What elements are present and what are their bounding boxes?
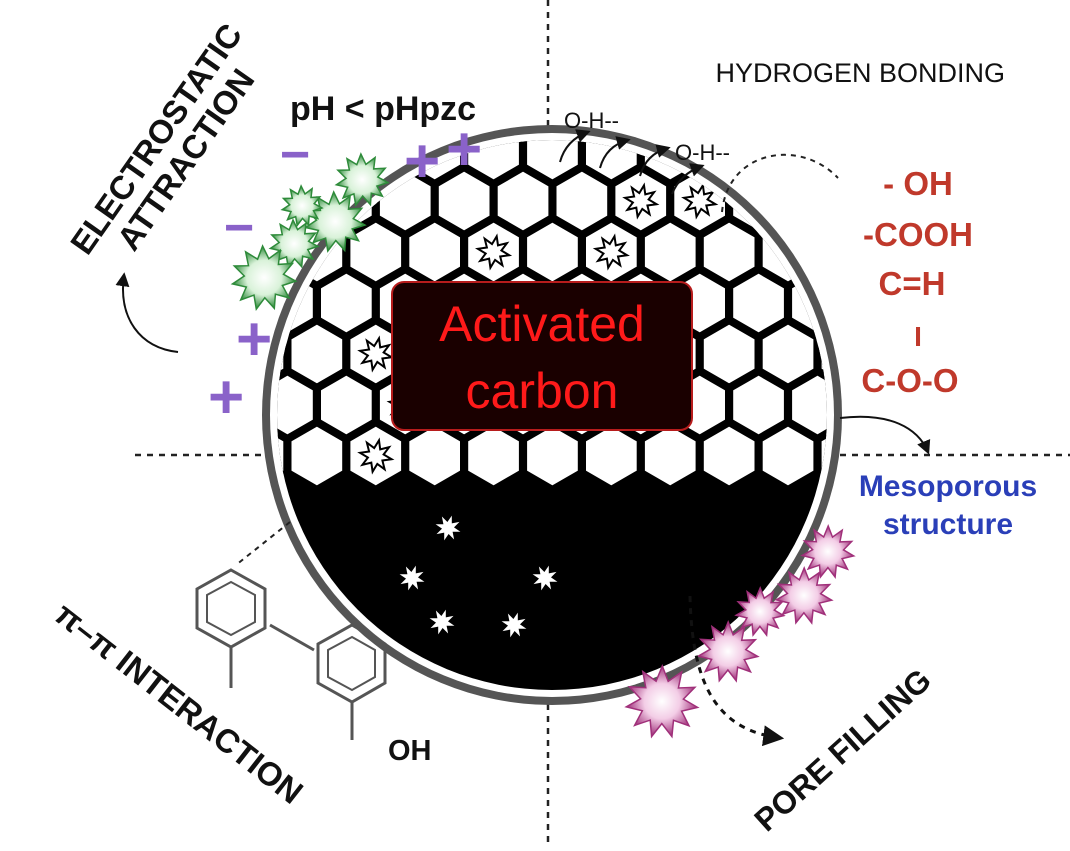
hexagon-cell <box>524 219 581 285</box>
minus-charge: − <box>224 199 254 257</box>
hexagon-cell <box>759 140 817 183</box>
hexagon-cell <box>288 423 346 489</box>
center-label: Activated carbon <box>391 281 693 431</box>
charges: − − + + + + <box>208 115 482 432</box>
pink-adsorbates <box>624 523 856 739</box>
pore-star-icon <box>532 565 558 591</box>
pore-star-icon <box>429 609 455 635</box>
pink-burst-icon <box>800 523 856 579</box>
hbond-arrow <box>559 129 591 163</box>
functional-group: -COOH <box>863 216 973 253</box>
hbond-arrow <box>639 144 671 177</box>
hexagon-cell <box>465 140 522 183</box>
functional-groups: - OH -COOH C=H I C-O-O <box>861 165 973 399</box>
hydrogen-bonding-label: HYDROGEN BONDING <box>715 58 1005 88</box>
hexagon-cell <box>583 423 640 489</box>
pore-star-icon <box>357 335 395 373</box>
hbond-arrow <box>671 163 705 195</box>
pink-burst-icon <box>774 565 834 625</box>
mesoporous-arrow <box>839 415 931 455</box>
functional-group: - OH <box>883 165 953 202</box>
hexagon-cell <box>288 321 346 387</box>
hbond-arrows <box>559 129 705 195</box>
pore-star-icon <box>435 515 461 541</box>
hexagon-cell <box>789 372 827 438</box>
pi-dashed-line <box>235 521 291 566</box>
plus-charge: + <box>446 115 482 184</box>
center-label-line1: Activated <box>439 296 645 352</box>
hexagon-cell <box>465 423 522 489</box>
green-burst-icon <box>230 244 298 311</box>
hexagon-cell <box>700 321 758 387</box>
hexagon-cell <box>730 372 787 438</box>
hexagon-cell <box>553 168 611 234</box>
pore-star-icon <box>474 233 513 271</box>
hexagon-cell <box>435 168 493 234</box>
green-burst-icon <box>280 184 324 228</box>
hexagon-cell <box>347 219 405 285</box>
mesoporous-line1: Mesoporous <box>859 470 1037 503</box>
green-burst-icon <box>334 152 390 208</box>
biphenyl-molecule <box>195 568 387 740</box>
hbond-label-2: O-H-- <box>675 140 730 165</box>
pore-bursts <box>399 515 558 638</box>
pink-burst-icon <box>734 585 786 638</box>
pore-star-icon <box>399 565 425 591</box>
pore-filling-label: PORE FILLING <box>747 662 938 839</box>
center-label-line2: carbon <box>466 363 619 419</box>
hexagon-cell <box>277 423 287 489</box>
functional-group: C-O-O <box>861 362 958 399</box>
hexagon-cell <box>641 219 699 285</box>
benzene-ring-inner <box>206 580 256 637</box>
ring-bond <box>269 623 315 652</box>
hexagon-cell <box>406 219 463 285</box>
hexagon-cell <box>641 423 699 489</box>
hexagon-cell <box>277 372 316 438</box>
pore-star-icon <box>357 437 395 475</box>
plus-charge: + <box>404 127 440 196</box>
pink-burst-icon <box>624 663 700 739</box>
mesoporous-line2: structure <box>883 508 1013 541</box>
hexagon-cell <box>818 140 827 183</box>
pi-interaction-label: π–π INTERACTION <box>48 595 310 811</box>
hexagon-cell <box>524 140 581 183</box>
hexagon-cell <box>318 270 375 336</box>
hexagon-cell <box>759 321 817 387</box>
hexagon-cell <box>818 423 827 489</box>
pore-star-icon <box>592 233 630 271</box>
hexagon-cell <box>318 372 375 438</box>
hexagon-cell <box>406 423 463 489</box>
hexagon-cell <box>759 423 817 489</box>
hbond-label-1: O-H-- <box>564 108 619 133</box>
plus-charge: + <box>208 363 244 432</box>
ph-condition: pH < pHpzc <box>290 90 476 128</box>
hexagon-cell <box>730 270 787 336</box>
hexagon-cell <box>700 423 758 489</box>
hexagon-cell <box>494 168 552 234</box>
green-burst-icon <box>268 218 320 270</box>
minus-charge: − <box>280 126 310 184</box>
pore-star-icon <box>681 182 719 220</box>
hbond-arrow <box>599 136 631 169</box>
hexagon-cell <box>789 168 827 234</box>
hexagon-cell <box>524 423 581 489</box>
functional-group: C=H <box>879 265 946 302</box>
green-adsorbates <box>230 152 390 311</box>
functional-group: I <box>914 321 922 352</box>
hexagon-cell <box>700 219 758 285</box>
pink-burst-icon <box>696 619 760 683</box>
hexagon-cell <box>277 140 287 183</box>
plus-charge: + <box>236 305 272 374</box>
benzene-ring-inner <box>327 635 376 692</box>
pore-star-icon <box>501 612 527 638</box>
center-label-box <box>391 281 693 431</box>
electrostatic-arrow <box>115 272 179 353</box>
hbond-dashed-curve <box>721 153 839 213</box>
pore-star-icon <box>622 182 660 220</box>
oh-label: OH <box>388 735 432 767</box>
